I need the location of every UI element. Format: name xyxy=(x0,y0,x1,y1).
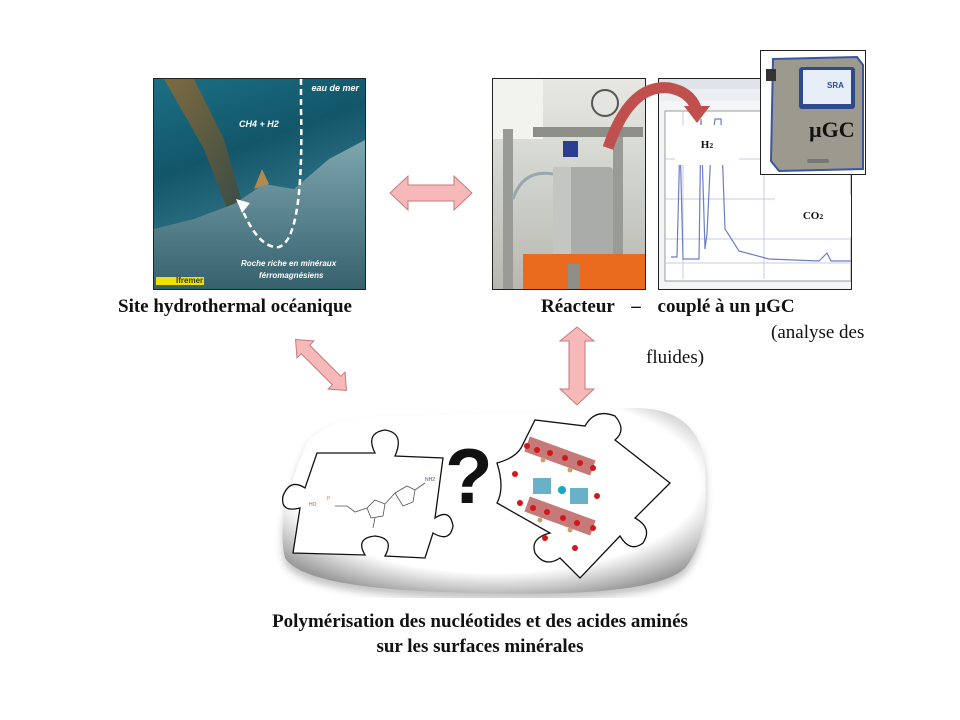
bottom-caption-line2: sur les surfaces minérales xyxy=(376,636,584,657)
orange-base xyxy=(523,254,645,289)
mol-label-p: P xyxy=(327,496,331,502)
caption-reactor-rest: couplé à un µGC xyxy=(657,296,795,317)
puzzle-illustration: HO P NH2 ? xyxy=(281,408,706,600)
nucleotide-molecule xyxy=(335,482,426,529)
label-ferromagnesiens: férromagnésiens xyxy=(259,271,324,280)
caption-reactor-line2: (analyse des xyxy=(771,322,865,343)
hydrothermal-scene xyxy=(154,79,365,289)
screen-brand-logo: SRA xyxy=(827,81,844,90)
pressure-gauge-icon xyxy=(591,89,619,117)
rock-mound xyxy=(154,140,365,289)
curved-arrow xyxy=(602,82,710,150)
blue-valve xyxy=(563,141,578,157)
mol-label-nh2: NH2 xyxy=(425,477,435,483)
ifremer-logo-bar xyxy=(156,277,204,285)
micro-gc-device xyxy=(766,55,864,173)
label-roche: Roche riche en minéraux xyxy=(241,259,337,268)
double-arrow-diagonal xyxy=(295,339,347,391)
caption-hydrothermal-site: Site hydrothermal océanique xyxy=(118,296,352,317)
label-eau-de-mer: eau de mer xyxy=(311,83,359,93)
caption-reactor: Réacteur – couplé à un µGC xyxy=(541,296,795,318)
caption-reactor-dash: – xyxy=(631,296,641,317)
puzzle-platter: HO P NH2 ? xyxy=(275,408,715,600)
chimney-left xyxy=(164,79,244,214)
double-arrow-horizontal xyxy=(389,174,473,212)
micro-gc-photo: SRA µGC xyxy=(760,50,866,175)
ifremer-logo: Ifremer xyxy=(176,276,204,285)
mineral-crystal-structure xyxy=(512,436,600,551)
reactor-photo xyxy=(492,78,646,290)
flow-arrowhead-icon xyxy=(236,199,250,213)
reactor-scene xyxy=(493,79,645,289)
seawater-flow-path xyxy=(240,79,303,249)
mol-label-ho: HO xyxy=(309,502,317,508)
label-ch4-h2: CH4 + H2 xyxy=(239,119,279,129)
question-mark: ? xyxy=(445,432,493,520)
double-arrow-vertical xyxy=(558,326,596,406)
caption-reactor-main: Réacteur xyxy=(541,296,615,317)
micro-gc-label: µGC xyxy=(809,117,855,142)
caption-reactor-line3: fluides) xyxy=(646,347,705,368)
puzzle-piece-nucleotide xyxy=(281,429,454,559)
vent-tip xyxy=(254,169,269,189)
bottom-caption-line1: Polymérisation des nucléotides et des ac… xyxy=(272,611,688,632)
hydrothermal-site-photo: eau de mer CH4 + H2 Roche riche en minér… xyxy=(153,78,366,290)
